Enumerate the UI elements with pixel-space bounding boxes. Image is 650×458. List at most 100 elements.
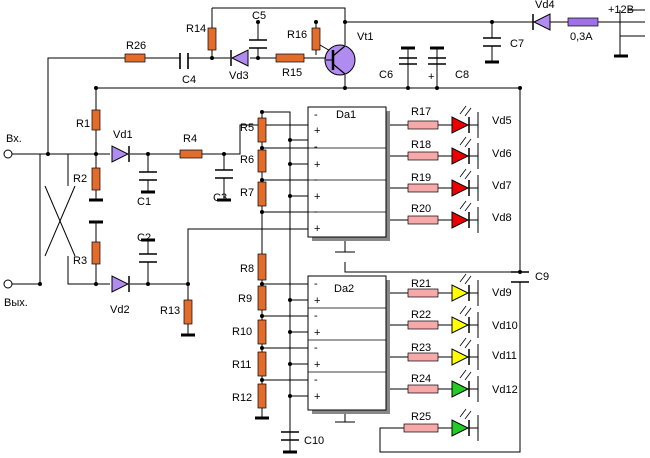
label-r12: R12 (232, 392, 252, 404)
label-vd9: Vd9 (492, 287, 512, 299)
input-port-icon (3, 149, 13, 159)
label-r20: R20 (411, 203, 431, 215)
label-da1: Da1 (336, 109, 356, 121)
label-r7: R7 (240, 187, 254, 199)
label-r3: R3 (73, 255, 87, 267)
da1-pin-8: + (314, 223, 320, 235)
label-r26: R26 (126, 40, 146, 52)
led-vd10 (451, 305, 472, 334)
label-vd3: Vd3 (229, 70, 249, 82)
diode-vd1 (111, 145, 130, 163)
label-r8: R8 (240, 263, 254, 275)
label-r9: R9 (238, 293, 252, 305)
label-r13: R13 (160, 305, 180, 317)
label-r17: R17 (411, 106, 431, 118)
label-c10: C10 (304, 435, 324, 447)
label-vd12: Vd12 (492, 384, 518, 396)
label-r16: R16 (287, 29, 307, 41)
da1-pin-6: + (314, 191, 320, 203)
diodes (111, 13, 551, 293)
label-vd5: Vd5 (492, 115, 512, 127)
da2-pin-6: + (314, 359, 320, 371)
capacitor-c5 (249, 39, 267, 49)
c8-plus-sign: + (428, 71, 434, 83)
led-vd6 (451, 136, 472, 165)
resistor-r19 (407, 183, 439, 193)
label-r23: R23 (411, 342, 431, 354)
resistor-r14 (207, 27, 217, 51)
power-label: +12В (608, 4, 634, 16)
resistors-vertical (91, 27, 321, 409)
label-vd4: Vd4 (535, 0, 555, 11)
da2-pin-4: + (314, 327, 320, 339)
transistor-vt1 (318, 44, 356, 76)
resistor-r21 (407, 288, 439, 298)
label-r1: R1 (76, 118, 90, 130)
label-c1: C1 (137, 196, 151, 208)
label-r4: R4 (183, 133, 197, 145)
resistor-r16 (311, 27, 321, 51)
label-r25: R25 (411, 411, 431, 423)
led-unlabeled (451, 408, 472, 437)
label-c7: C7 (510, 38, 524, 50)
label-r2: R2 (73, 173, 87, 185)
input-port-label: Вх. (6, 133, 22, 145)
label-vd1: Vd1 (113, 129, 133, 141)
output-port[interactable]: Вых. (3, 279, 28, 309)
component-labels: R14 C5 R16 Vt1 Vd4 C7 R26 C4 Vd3 R15 C6 … (73, 0, 555, 447)
resistor-r4 (179, 149, 203, 159)
label-vt1: Vt1 (357, 31, 374, 43)
label-r11: R11 (232, 359, 251, 371)
label-c2: C2 (137, 232, 151, 244)
label-vd11: Vd11 (492, 350, 517, 362)
label-r6: R6 (240, 154, 254, 166)
resistor-r18 (407, 151, 439, 161)
resistor-r8 (257, 253, 267, 281)
label-da2: Da2 (334, 283, 354, 295)
capacitor-c8 (428, 57, 446, 65)
da2-pin-1: - (314, 278, 318, 290)
label-c6: C6 (379, 69, 393, 81)
label-vd10: Vd10 (492, 320, 518, 332)
label-c3: C3 (213, 192, 227, 204)
label-vd2: Vd2 (110, 304, 130, 316)
comparator-pin-signs: - + - + - + - + - + - + - + - + (314, 109, 320, 403)
label-c9: C9 (535, 271, 549, 283)
input-port[interactable]: Вх. (3, 133, 22, 159)
junctions (38, 20, 522, 398)
chip-da2 (307, 275, 390, 414)
capacitor-c7 (483, 37, 501, 47)
fuse (567, 17, 599, 27)
da2-pin-5: - (314, 342, 318, 354)
led-vd9 (451, 273, 472, 302)
resistor-r5 (257, 117, 267, 143)
label-c8: C8 (455, 69, 469, 81)
da1-pin-7: - (314, 206, 318, 218)
led-vd5 (451, 105, 472, 134)
resistor-r6 (257, 149, 267, 173)
label-r14: R14 (186, 23, 206, 35)
resistor-r15 (275, 53, 305, 63)
label-vd7: Vd7 (492, 180, 512, 192)
output-port-label: Вых. (4, 297, 28, 309)
capacitor-c9 (511, 271, 529, 283)
resistor-r7 (257, 181, 267, 207)
resistor-r10 (257, 319, 267, 345)
capacitor-c6 (399, 57, 417, 65)
label-r22: R22 (411, 309, 431, 321)
label-r18: R18 (411, 139, 431, 151)
led-vd12 (451, 369, 472, 398)
da2-pin-8: + (314, 391, 320, 403)
da1-pin-3: - (314, 141, 318, 153)
label-c5: C5 (252, 10, 266, 22)
capacitor-c3 (215, 169, 233, 179)
capacitor-c1 (139, 171, 157, 181)
diode-vd4 (532, 13, 551, 31)
resistor-r20 (407, 215, 439, 225)
label-r21: R21 (411, 278, 431, 290)
da2-pin-7: - (314, 374, 318, 386)
resistor-r23 (407, 352, 439, 362)
leds (451, 105, 472, 437)
resistor-r17 (407, 120, 439, 130)
